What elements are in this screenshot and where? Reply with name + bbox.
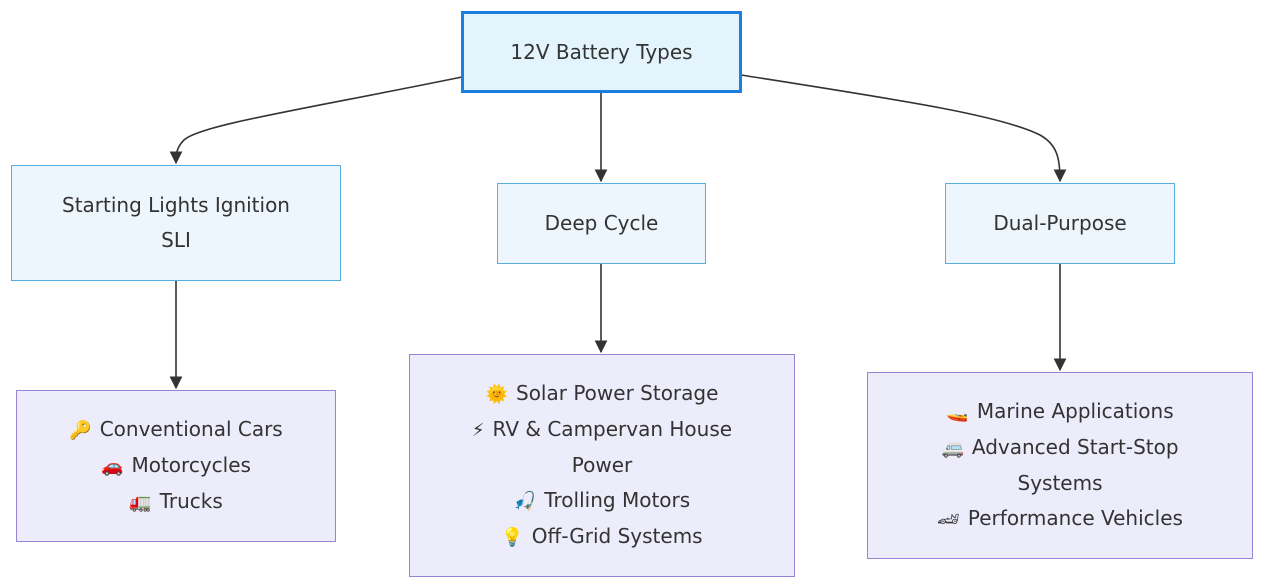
edge-root-to-dual-purpose [740, 74, 1067, 183]
node-root[interactable]: 12V Battery Types [461, 11, 742, 93]
app-item-text: Marine Applications [976, 399, 1174, 423]
app-item-text: Power [571, 453, 633, 477]
fishing-icon: 🎣 [513, 491, 537, 512]
node-deep-cycle[interactable]: Deep Cycle [497, 183, 706, 264]
app-item-text: Motorcycles [131, 453, 251, 477]
app-item-text: Trolling Motors [544, 488, 691, 512]
key-icon: 🔑 [69, 420, 92, 441]
lightning-icon: ⚡ [471, 420, 485, 441]
sun-icon: 🌞 [485, 384, 508, 405]
app-item-continuation: Power [572, 448, 632, 483]
node-sli[interactable]: Starting Lights Ignition SLI [11, 165, 341, 281]
race-car-icon: 🏎 [937, 509, 960, 530]
app-item: 🚐 Advanced Start-Stop [941, 430, 1178, 466]
app-item-text: Solar Power Storage [516, 381, 719, 405]
node-label-line: SLI [161, 228, 191, 252]
app-item-text: Trucks [159, 489, 223, 513]
node-label-line: Deep Cycle [544, 211, 659, 235]
node-dual-purpose-apps[interactable]: 🚤 Marine Applications 🚐 Advanced Start-Sto… [867, 372, 1253, 559]
app-item-text: Performance Vehicles [967, 506, 1183, 530]
app-item: 🚛 Trucks [129, 484, 223, 520]
app-item-continuation: Systems [1018, 466, 1103, 501]
app-item-text: Systems [1017, 471, 1103, 495]
node-deep-cycle-apps[interactable]: 🌞 Solar Power Storage ⚡ RV & Campervan Hou… [409, 354, 795, 577]
app-item: ⚡ RV & Campervan House [472, 412, 732, 448]
van-icon: 🚐 [941, 438, 964, 459]
app-item-text: Off-Grid Systems [531, 524, 703, 548]
speedboat-icon: 🚤 [946, 402, 969, 423]
app-item: 🔑 Conventional Cars [69, 412, 282, 448]
app-item-text: Conventional Cars [99, 417, 283, 441]
node-dual-purpose[interactable]: Dual-Purpose [945, 183, 1175, 264]
app-item-text: RV & Campervan House [492, 417, 733, 441]
edge-root-to-sli [169, 76, 463, 165]
lightbulb-icon: 💡 [501, 527, 524, 548]
app-item: 🚤 Marine Applications [946, 394, 1173, 430]
app-item: 🚗 Motorcycles [101, 448, 251, 484]
truck-icon: 🚛 [129, 492, 152, 513]
app-item: 🏎 Performance Vehicles [937, 501, 1183, 537]
node-sli-apps[interactable]: 🔑 Conventional Cars 🚗 Motorcycles 🚛 Trucks [16, 390, 336, 542]
app-item-text: Advanced Start-Stop [971, 435, 1179, 459]
car-icon: 🚗 [101, 456, 124, 477]
app-item: 💡 Off-Grid Systems [501, 519, 702, 555]
node-label-line: Dual-Purpose [993, 211, 1127, 235]
app-item: 🌞 Solar Power Storage [486, 376, 719, 412]
node-label-line: Starting Lights Ignition [62, 193, 290, 217]
app-item: 🎣 Trolling Motors [514, 483, 690, 519]
node-label: 12V Battery Types [510, 39, 693, 64]
